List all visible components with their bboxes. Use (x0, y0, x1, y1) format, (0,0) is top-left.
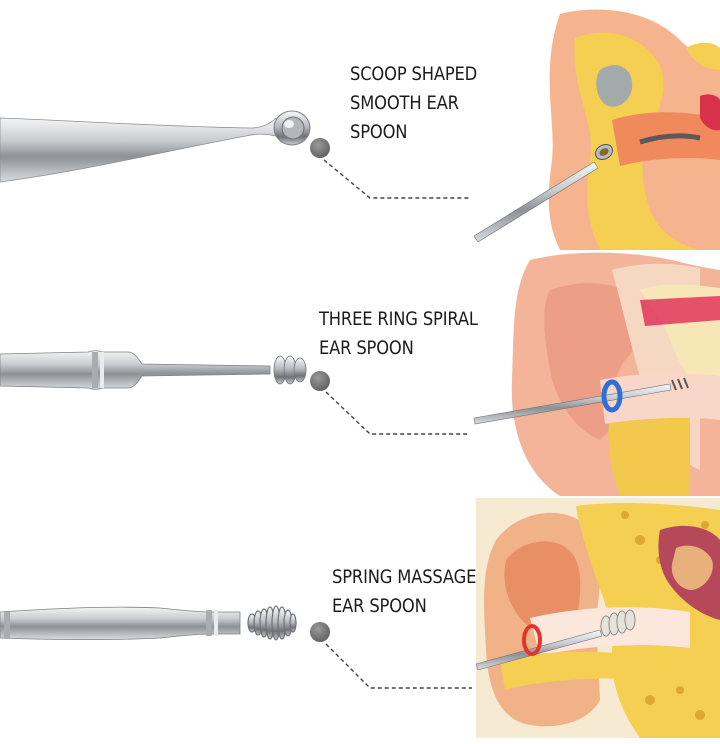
label-line: SPRING MASSAGE (332, 566, 477, 588)
label-line: SCOOP SHAPED (350, 63, 478, 85)
label-three-ring-spiral-ear-spoon: THREE RING SPIRAL EAR SPOON (319, 305, 478, 363)
leader-line-1 (323, 159, 470, 199)
label-line: SMOOTH EAR (350, 92, 459, 114)
marker-dot-1 (310, 138, 330, 158)
marker-dot-2 (310, 371, 330, 391)
ear-illustration-3 (475, 498, 720, 738)
scoop-spoon-tool (0, 110, 311, 183)
spiral-spoon-tool (0, 350, 307, 390)
label-line: THREE RING SPIRAL (319, 308, 478, 330)
label-line: SPOON (350, 121, 408, 143)
label-spring-massage-ear-spoon: SPRING MASSAGE EAR SPOON (332, 563, 476, 621)
spring-spoon-tool (0, 605, 297, 641)
ear-illustration-1 (473, 9, 720, 251)
leader-line-2 (325, 391, 470, 435)
label-line: EAR SPOON (319, 337, 414, 359)
ear-illustration-2 (473, 252, 720, 496)
label-scoop-shaped-smooth-ear-spoon: SCOOP SHAPED SMOOTH EAR SPOON (350, 60, 477, 147)
leader-line-3 (325, 643, 472, 689)
marker-dot-3 (310, 622, 330, 642)
label-line: EAR SPOON (332, 595, 427, 617)
